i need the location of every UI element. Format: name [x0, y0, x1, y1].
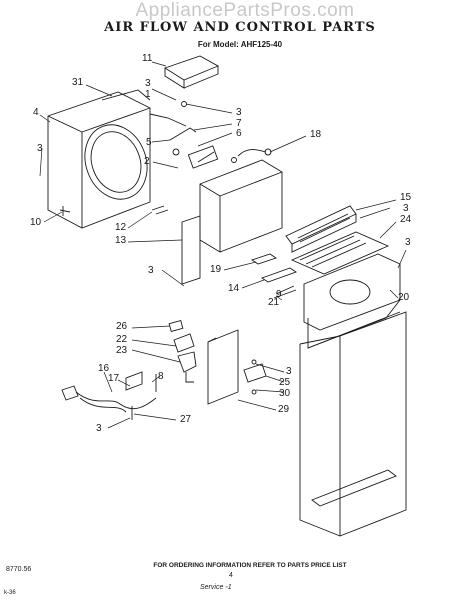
callout-29: 29 [278, 404, 290, 415]
callout-6: 6 [236, 128, 242, 139]
callout-3: 3 [145, 78, 151, 89]
corner-mark: k-36 [4, 590, 16, 596]
callout-4: 4 [33, 107, 39, 118]
callout-3: 3 [236, 107, 242, 118]
callout-13: 13 [115, 235, 127, 246]
callout-8: 8 [158, 371, 164, 382]
callout-3: 3 [37, 143, 43, 154]
part-wire-lead [231, 148, 272, 163]
drawing-code: 8770.56 [6, 566, 32, 573]
callout-3: 3 [405, 237, 411, 248]
callout-9: 9 [276, 289, 282, 300]
callout-2: 2 [144, 156, 150, 167]
part-switch-mount [207, 329, 267, 405]
callout-15: 15 [400, 192, 412, 203]
part-hardware [250, 253, 297, 299]
callout-14: 14 [228, 283, 240, 294]
signature-mark: Service ◦1 [200, 584, 232, 591]
callout-3: 3 [96, 423, 102, 434]
callout-21: 21 [268, 297, 280, 308]
callout-17: 17 [108, 373, 120, 384]
part-front-panel [47, 89, 151, 229]
leader-lines [39, 61, 407, 429]
callout-12: 12 [115, 222, 127, 233]
callout-20: 20 [398, 292, 410, 303]
part-cabinet [299, 253, 407, 537]
callout-31: 31 [72, 77, 84, 88]
callout-22: 22 [116, 334, 128, 345]
callout-23: 23 [116, 345, 128, 356]
model-label: For Model: AHF125-40 [197, 40, 283, 49]
ordering-footer: FOR ORDERING INFORMATION REFER TO PARTS … [153, 562, 347, 569]
part-filter [290, 231, 390, 275]
part-grille [285, 205, 357, 253]
callout-18: 18 [310, 129, 322, 140]
diagram-title: AIR FLOW AND CONTROL PARTS [104, 20, 376, 35]
callout-5: 5 [146, 137, 152, 148]
part-capacitor [149, 101, 219, 169]
callout-10: 10 [30, 217, 42, 228]
callout-19: 19 [210, 264, 222, 275]
part-power-cord [61, 371, 157, 420]
callout-26: 26 [116, 321, 128, 332]
part-control-box [151, 159, 283, 285]
part-screw [59, 206, 71, 216]
page-number: 4 [229, 572, 233, 579]
callout-7: 7 [236, 118, 242, 129]
callout-3: 3 [148, 265, 154, 276]
callout-25: 25 [279, 377, 291, 388]
callout-3: 3 [286, 366, 292, 377]
callout-3: 3 [403, 203, 409, 214]
callout-24: 24 [400, 214, 412, 225]
callout-30: 30 [279, 388, 291, 399]
watermark: AppliancePartsPros.com [135, 0, 355, 21]
callout-16: 16 [98, 363, 110, 374]
callout-11: 11 [142, 53, 153, 64]
callout-1: 1 [145, 89, 151, 100]
part-top-bracket [163, 55, 220, 89]
callout-27: 27 [180, 414, 192, 425]
part-switch [168, 320, 197, 383]
